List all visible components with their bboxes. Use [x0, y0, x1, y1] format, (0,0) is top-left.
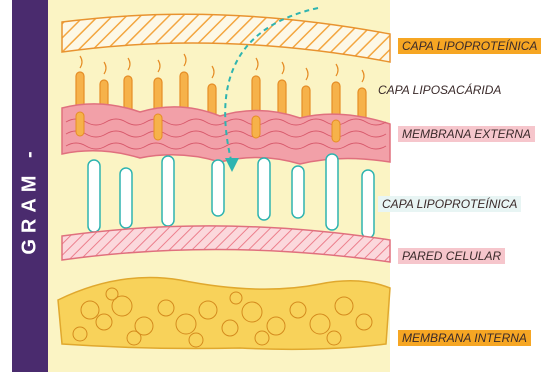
- lipoprotein-capsule: [362, 170, 374, 238]
- outer-lipoprotein-layer: [62, 14, 390, 62]
- lipoprotein-capsule: [162, 156, 174, 226]
- lipoprotein-capsule: [258, 158, 270, 220]
- lipoprotein-capsule: [292, 166, 304, 218]
- lipoprotein-capsule: [326, 154, 338, 230]
- label-inner-membrane: MEMBRANA INTERNA: [398, 330, 531, 346]
- lipoprotein-capsule: [88, 160, 100, 232]
- label-cell-wall: PARED CELULAR: [398, 248, 505, 264]
- lipoprotein-capsule: [212, 160, 224, 216]
- inner-membrane: [58, 278, 390, 350]
- lipoprotein-capsule: [120, 168, 132, 228]
- arrow-head-icon: [225, 158, 239, 172]
- cell-wall: [62, 226, 390, 262]
- label-inner-lipoprotein: CAPA LIPOPROTEÍNICA: [378, 196, 521, 212]
- label-outer-membrane: MEMBRANA EXTERNA: [398, 126, 535, 142]
- label-outer-lipoprotein: CAPA LIPOPROTEÍNICA: [398, 38, 541, 54]
- label-lipopolysaccharide: CAPA LIPOSACÁRIDA: [374, 82, 505, 98]
